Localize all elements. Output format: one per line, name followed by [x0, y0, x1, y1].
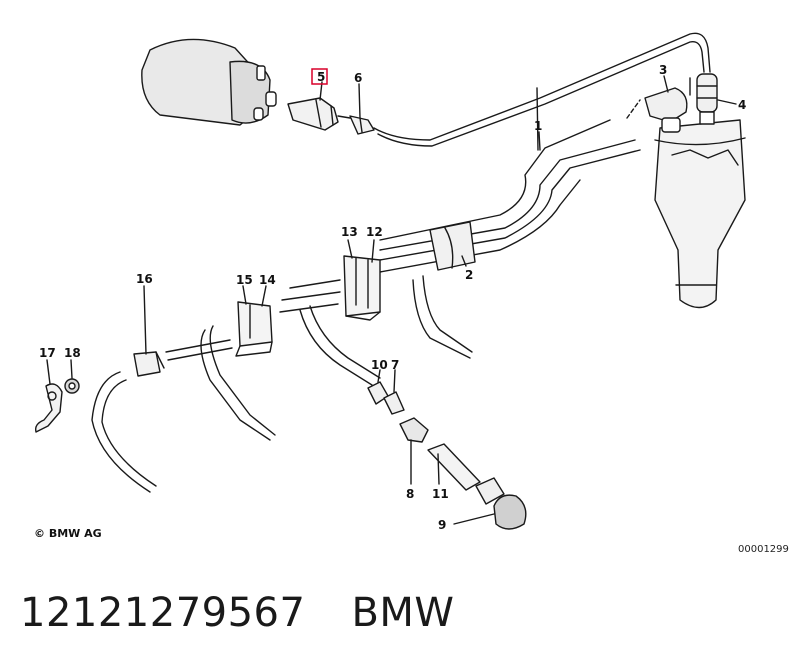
callout-2: 2 [465, 268, 473, 282]
callout-14: 14 [259, 273, 276, 287]
plug-part-3 [644, 77, 691, 133]
distributor-cap [654, 119, 746, 309]
callout-5-highlight [311, 68, 328, 85]
callout-5: 5 [317, 70, 325, 84]
connector-part-5 [287, 97, 351, 131]
brand-name: BMW [351, 590, 455, 636]
clip-part-6 [349, 115, 375, 135]
callout-16: 16 [136, 272, 153, 286]
callout-15: 15 [236, 273, 253, 287]
ignition-coil [141, 38, 277, 126]
callout-7: 7 [391, 358, 399, 372]
bracket-part-17 [34, 383, 63, 433]
callout-4: 4 [738, 98, 746, 112]
copyright-text: © BMW AG [34, 527, 102, 540]
part-number: 12121279567 [20, 590, 306, 636]
grommet-part-18 [64, 378, 80, 394]
clamp-part-12-13 [343, 255, 381, 321]
callout-9: 9 [438, 518, 446, 532]
cable-bundle [379, 119, 641, 359]
callout-18: 18 [64, 346, 81, 360]
callout-8: 8 [406, 487, 414, 501]
callout-3: 3 [659, 63, 667, 77]
callout-1: 1 [534, 119, 542, 133]
clamp-part-14-15 [235, 301, 273, 357]
ht-cable-top [373, 32, 711, 141]
callout-10: 10 [371, 358, 388, 372]
callout-17: 17 [39, 346, 56, 360]
callout-11: 11 [432, 487, 449, 501]
parts-diagram: 5 6 3 4 1 2 13 12 15 14 16 17 18 10 7 8 … [34, 32, 789, 555]
callout-13: 13 [341, 225, 358, 239]
block-part-16 [133, 351, 165, 377]
callout-6: 6 [354, 71, 362, 85]
plug-part-4 [696, 73, 718, 125]
spark-plug-connector-assembly [367, 381, 527, 530]
callout-12: 12 [366, 225, 383, 239]
image-id: 00001299 [738, 544, 789, 555]
footer: 12121279567 BMW [20, 583, 454, 643]
